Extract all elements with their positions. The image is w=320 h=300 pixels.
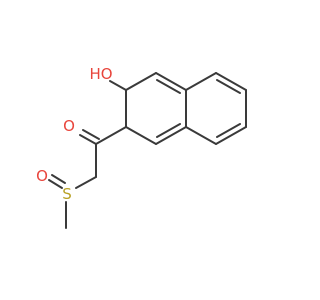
bond-ch2-s xyxy=(75,176,97,189)
bond-c6-c1 xyxy=(125,126,157,145)
bond-c2-c3 xyxy=(125,72,157,91)
carbonyl-oxygen-label: O xyxy=(63,117,75,135)
bond-carbonyl-o-b xyxy=(82,129,100,140)
bond-c1-carbonyl xyxy=(95,126,127,145)
bond-c9-c10-inner xyxy=(216,123,241,138)
structure-diagram: HO O O S xyxy=(36,65,247,229)
sulfur-label: S xyxy=(62,185,72,203)
bond-c10-c5 xyxy=(185,126,217,145)
bond-s-o-b xyxy=(51,174,66,184)
bond-c5-c6 xyxy=(155,126,187,145)
bond-c3-c4-inner xyxy=(156,79,181,94)
bond-c4-c7 xyxy=(185,72,217,91)
bond-c2-oh xyxy=(109,80,127,91)
bond-c7-c8 xyxy=(215,72,247,91)
sulfoxide-oxygen-label: O xyxy=(36,167,48,185)
hydroxyl-label: HO xyxy=(89,65,112,83)
bond-c5-c6-inner xyxy=(156,123,181,138)
bond-s-o-a xyxy=(48,179,63,189)
bond-c9-c10 xyxy=(215,126,247,145)
bond-carbonyl-o-a xyxy=(79,134,97,145)
bond-c7-c8-inner xyxy=(216,79,241,94)
bond-c3-c4 xyxy=(155,72,187,91)
